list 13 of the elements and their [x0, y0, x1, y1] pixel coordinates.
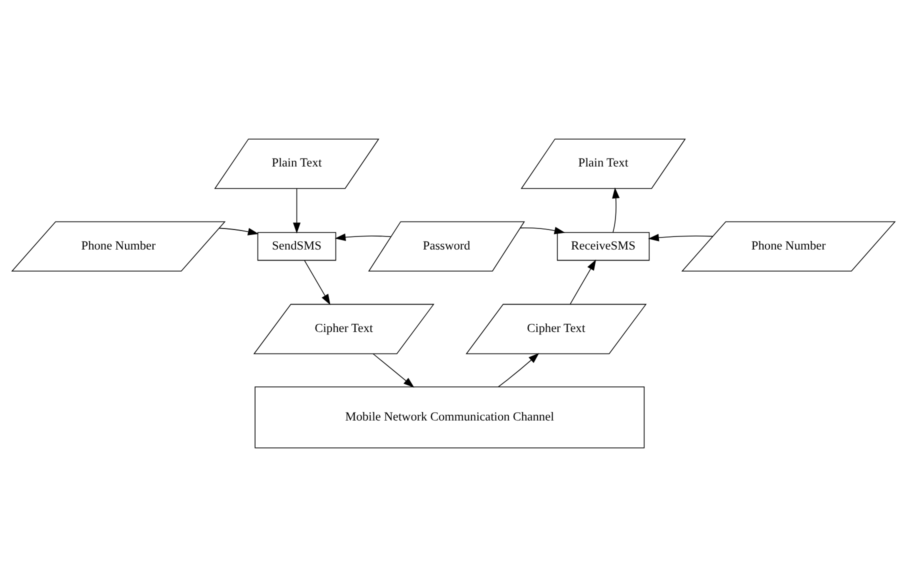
arrow — [372, 352, 414, 388]
node-box: SendSMS — [257, 232, 336, 260]
arrow — [498, 352, 540, 387]
arrow — [612, 187, 620, 232]
arrow — [520, 226, 566, 234]
arrow — [218, 227, 259, 235]
arrow — [334, 232, 392, 240]
arrow — [292, 188, 301, 233]
node-box: ReceiveSMS — [556, 232, 650, 260]
arrow — [648, 233, 714, 241]
node-box: Mobile Network Communication Channel — [254, 386, 645, 448]
arrow — [304, 260, 330, 305]
arrow — [570, 259, 596, 304]
